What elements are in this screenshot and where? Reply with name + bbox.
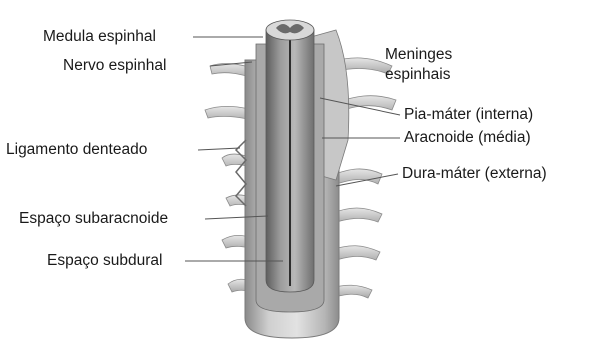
label-ligamento-denteado: Ligamento denteado — [6, 141, 147, 159]
label-medula-espinhal: Medula espinhal — [43, 28, 156, 46]
label-dura-mater: Dura-máter (externa) — [402, 165, 547, 183]
label-espaco-subaracnoide: Espaço subaracnoide — [19, 210, 168, 228]
label-aracnoide: Aracnoide (média) — [404, 129, 531, 147]
label-meninges-line2: espinhais — [385, 66, 451, 84]
label-pia-mater: Pia-máter (interna) — [404, 106, 533, 124]
label-nervo-espinhal: Nervo espinhal — [63, 57, 166, 75]
label-meninges-line1: Meninges — [385, 46, 452, 64]
label-espaco-subdural: Espaço subdural — [47, 252, 162, 270]
